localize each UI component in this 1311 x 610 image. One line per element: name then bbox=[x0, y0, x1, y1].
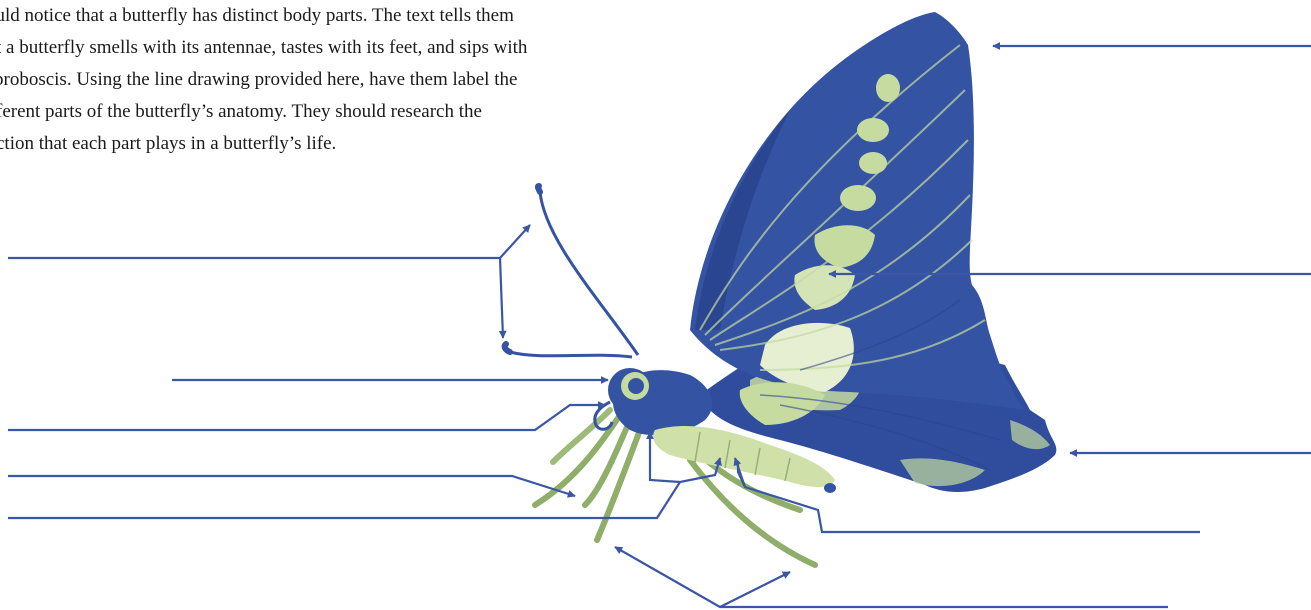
antenna bbox=[510, 352, 632, 357]
wing-spot bbox=[859, 152, 887, 174]
abdomen-tip bbox=[824, 483, 836, 493]
leader-lines bbox=[8, 46, 1311, 607]
wing-spot bbox=[857, 118, 889, 142]
compound-eye-center bbox=[628, 378, 644, 394]
antenna bbox=[538, 186, 540, 192]
leader-proboscis bbox=[8, 405, 605, 430]
leader-antennae-branch bbox=[500, 258, 503, 338]
antenna bbox=[540, 192, 638, 355]
butterfly-illustration bbox=[505, 12, 1057, 565]
antenna bbox=[505, 344, 510, 352]
wing-spot bbox=[840, 185, 876, 211]
leader-hind-legs bbox=[615, 547, 1168, 607]
leader-thorax bbox=[8, 458, 720, 518]
leader-leg bbox=[8, 476, 575, 496]
leader-antennae bbox=[8, 225, 530, 258]
leader-hind-legs-branch bbox=[720, 572, 790, 607]
